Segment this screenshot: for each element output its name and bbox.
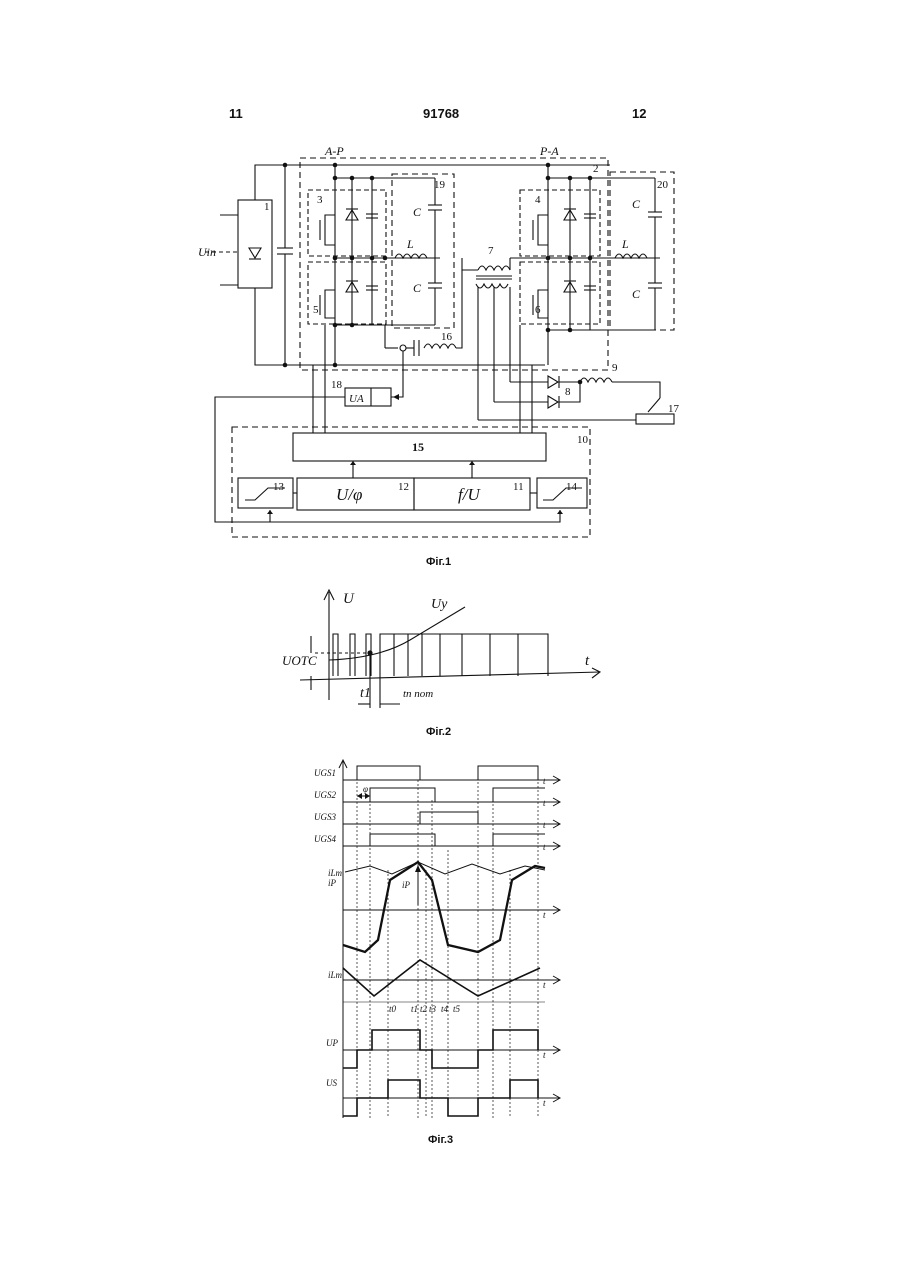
- label-10: 10: [577, 434, 589, 446]
- resonant-block-19: [392, 174, 454, 328]
- fig1-caption: Фіг.1: [426, 556, 451, 568]
- switch-4: [520, 190, 600, 256]
- label-3: 3: [317, 194, 323, 206]
- label-14: 14: [566, 481, 578, 493]
- regulator-block-13: [238, 478, 293, 508]
- load-17: [636, 414, 674, 424]
- label-c-right-bottom: C: [632, 287, 641, 301]
- label-u-phi: U/φ: [336, 485, 362, 504]
- inductor-l-right: [615, 254, 647, 258]
- control-block-10: [232, 427, 590, 537]
- label-7: 7: [488, 245, 494, 257]
- resonant-block-20: [610, 172, 674, 330]
- label-uin: Uin: [198, 245, 216, 259]
- switch-6: [520, 262, 600, 324]
- label-l-right: L: [621, 237, 629, 251]
- fig3-caption: Фіг.3: [428, 1134, 453, 1146]
- label-ua: UA: [349, 393, 364, 405]
- inductor-l-left: [395, 254, 427, 258]
- label-2: 2: [593, 163, 599, 175]
- regulator-block-14: [537, 478, 587, 508]
- label-9: 9: [612, 362, 618, 374]
- switch-17: [648, 398, 660, 412]
- label-f-u: f/U: [458, 485, 481, 504]
- label-11: 11: [513, 481, 524, 493]
- label-18: 18: [331, 379, 343, 391]
- rectifier-block: [238, 200, 272, 288]
- inductor-9: [580, 378, 612, 382]
- label-20: 20: [657, 179, 669, 191]
- label-15: 15: [412, 440, 424, 454]
- label-c-left-bottom: C: [413, 281, 422, 295]
- transformer-primary: [478, 266, 510, 270]
- current-sensor: [400, 345, 406, 351]
- fig2-caption: Фіг.2: [426, 726, 451, 738]
- label-6: 6: [535, 304, 541, 316]
- label-5: 5: [313, 304, 319, 316]
- transformer-secondary: [476, 284, 508, 288]
- label-17: 17: [668, 403, 680, 415]
- label-c-right-top: C: [632, 197, 641, 211]
- label-l-left: L: [406, 237, 414, 251]
- label-19: 19: [434, 179, 446, 191]
- label-1: 1: [264, 201, 270, 213]
- label-12: 12: [398, 481, 409, 493]
- label-4: 4: [535, 194, 541, 206]
- label-ap: A-P: [324, 144, 344, 158]
- rectifier-diode-icon: [249, 248, 261, 258]
- label-13: 13: [273, 481, 285, 493]
- label-pa: P-A: [539, 144, 559, 158]
- label-16: 16: [441, 331, 453, 343]
- inductor-16: [424, 344, 456, 348]
- label-c-left-top: C: [413, 205, 422, 219]
- label-8: 8: [565, 386, 571, 398]
